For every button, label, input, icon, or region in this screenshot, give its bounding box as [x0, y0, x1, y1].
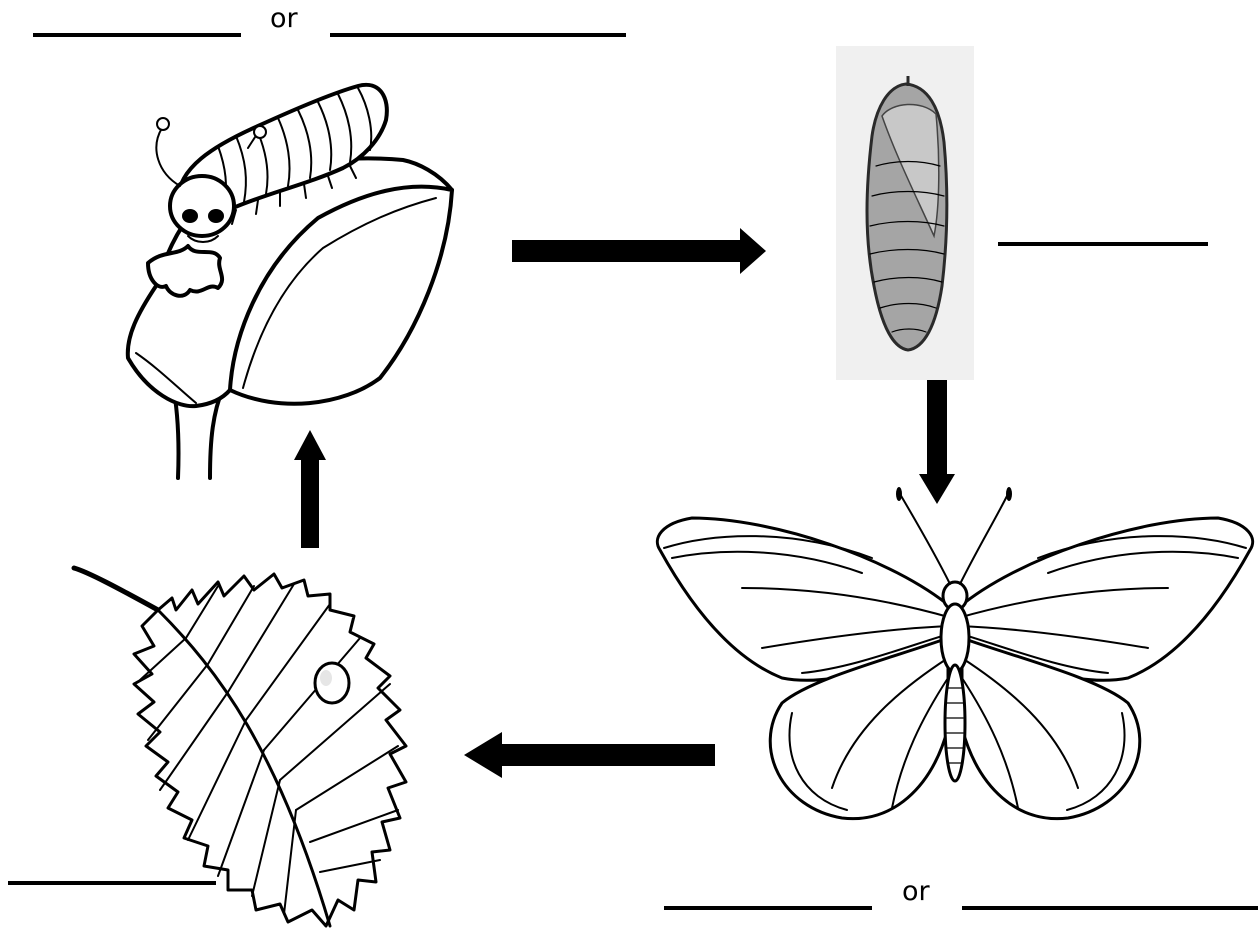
answer-blank-adult-2[interactable] — [962, 906, 1258, 910]
answer-blank-adult-1[interactable] — [664, 906, 872, 910]
answer-blank-larva-2[interactable] — [330, 33, 626, 37]
or-label-bottom: or — [902, 878, 930, 905]
or-label-top: or — [270, 5, 298, 32]
caterpillar-illustration — [118, 68, 463, 480]
arrow-right — [512, 226, 770, 276]
butterfly-illustration — [652, 488, 1258, 830]
leaf-with-egg-illustration — [68, 560, 448, 930]
answer-blank-larva-1[interactable] — [33, 33, 241, 37]
chrysalis-illustration — [836, 46, 974, 380]
answer-blank-pupa[interactable] — [998, 242, 1208, 246]
